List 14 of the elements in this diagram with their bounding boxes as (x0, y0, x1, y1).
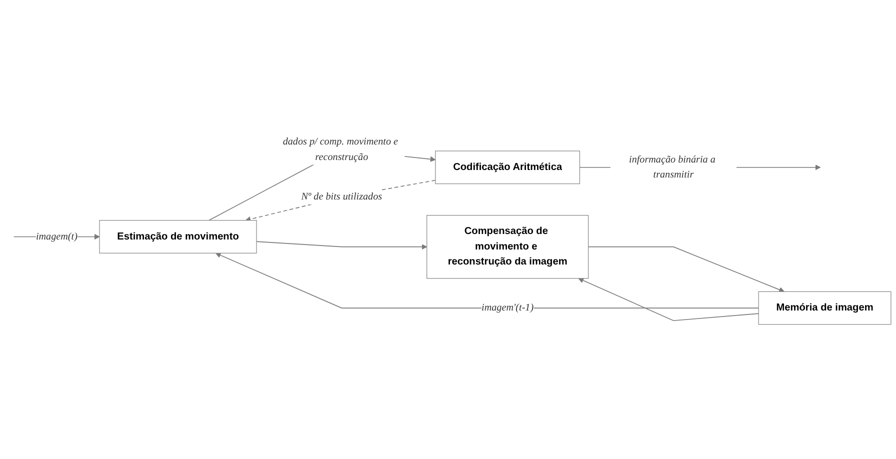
arrow (588, 246, 784, 292)
edge-label: Nº de bits utilizados (301, 191, 382, 202)
node-box: Codificação Aritmética (435, 150, 580, 184)
node-box: Estimação de movimento (99, 220, 257, 254)
edge-label: informação binária a transmitir (629, 154, 716, 180)
edge-label: imagem'(t-1) (482, 302, 534, 314)
arrow (215, 252, 760, 308)
arrow (256, 241, 428, 250)
node-box: Compensação de movimento e reconstrução da imagem (426, 215, 589, 279)
arrow (245, 180, 436, 222)
edge-label: imagem(t) (36, 231, 78, 242)
edge-label: dados p/ comp. movimento e reconstrução (282, 136, 398, 162)
node-box: Memória de imagem (758, 291, 892, 325)
arrow (578, 278, 760, 322)
